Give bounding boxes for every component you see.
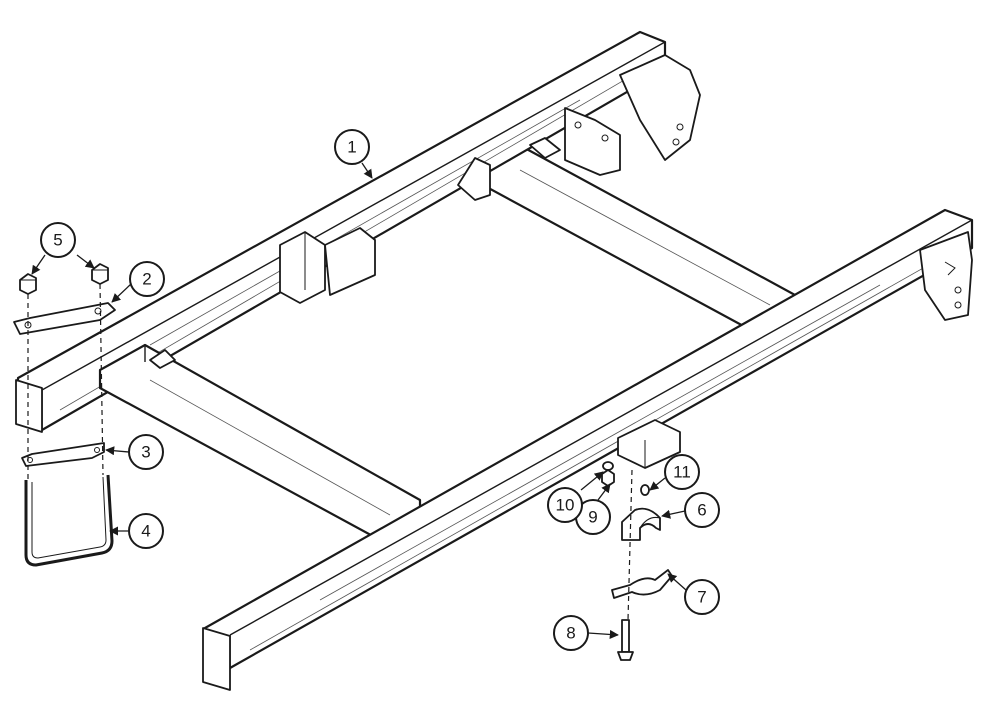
svg-text:2: 2 bbox=[142, 270, 151, 289]
cross-member-bracket bbox=[457, 107, 621, 201]
right-main-rail bbox=[202, 208, 974, 691]
left-rail-sleeve bbox=[279, 227, 376, 304]
callout-3: 3 bbox=[128, 434, 164, 470]
callout-6: 6 bbox=[684, 492, 720, 528]
carriage-bolt bbox=[617, 619, 634, 661]
clamp-plate bbox=[13, 302, 116, 335]
u-bolt bbox=[24, 474, 114, 567]
svg-text:7: 7 bbox=[697, 588, 706, 607]
align-line-bracket bbox=[627, 469, 633, 621]
align-line-right bbox=[99, 283, 104, 476]
callout-1: 1 bbox=[334, 129, 370, 165]
hex-nut-small bbox=[601, 469, 615, 487]
callout-8: 8 bbox=[553, 615, 589, 651]
right-rail-end-cap bbox=[202, 627, 231, 691]
right-rear-hitch-plate bbox=[919, 231, 973, 321]
rear-cross-member bbox=[468, 138, 797, 337]
callout-11: 11 bbox=[664, 454, 700, 490]
svg-text:9: 9 bbox=[588, 508, 597, 527]
mount-bracket bbox=[617, 419, 681, 469]
callout-4: 4 bbox=[128, 513, 164, 549]
svg-text:4: 4 bbox=[141, 522, 150, 541]
leader-lines bbox=[31, 162, 687, 639]
svg-text:5: 5 bbox=[53, 231, 62, 250]
svg-text:6: 6 bbox=[697, 501, 706, 520]
hex-nut-right bbox=[91, 263, 109, 285]
svg-text:11: 11 bbox=[673, 463, 691, 482]
strap-plate bbox=[21, 442, 105, 467]
lock-washer bbox=[602, 461, 614, 471]
flat-washer bbox=[640, 484, 650, 496]
callout-5: 5 bbox=[40, 222, 76, 258]
svg-text:10: 10 bbox=[556, 496, 575, 515]
svg-text:8: 8 bbox=[566, 624, 575, 643]
lower-clamp bbox=[611, 569, 673, 599]
upper-clamp bbox=[621, 507, 661, 541]
callout-10: 10 bbox=[547, 487, 583, 523]
left-rail-end-cap bbox=[15, 379, 43, 433]
callout-2: 2 bbox=[129, 261, 165, 297]
svg-text:1: 1 bbox=[347, 138, 356, 157]
svg-text:3: 3 bbox=[141, 443, 150, 462]
callout-7: 7 bbox=[684, 579, 720, 615]
hex-nut-left bbox=[19, 273, 37, 295]
left-rear-hitch-plate bbox=[619, 54, 701, 161]
